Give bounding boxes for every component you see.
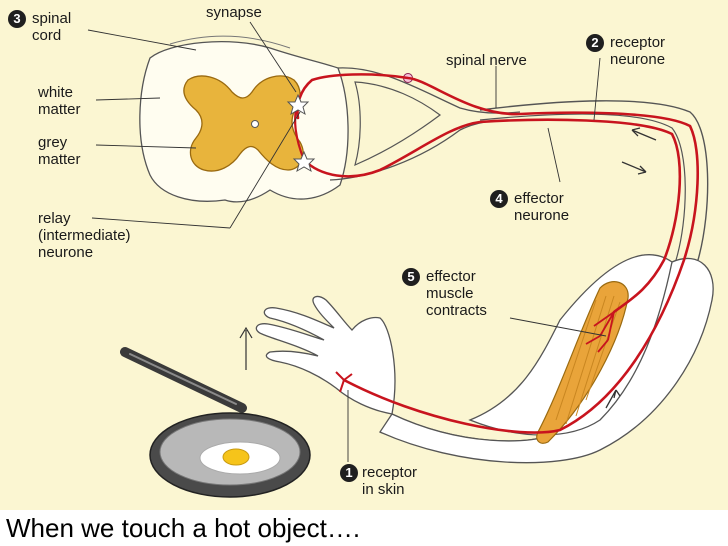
egg-yolk — [222, 448, 250, 466]
spinal-cord-label: spinal cord — [32, 10, 71, 44]
label-line: spinal — [32, 10, 72, 27]
receptor-neurone-label: receptor neurone — [610, 34, 665, 68]
root-gap — [354, 81, 442, 167]
synapse-2 — [292, 150, 316, 173]
label-line: matter — [38, 101, 81, 118]
grey-matter — [183, 75, 304, 172]
synapse-label: synapse — [206, 4, 262, 21]
pan-handle-shine — [129, 353, 237, 405]
grey-matter-label: grey matter — [38, 134, 81, 168]
label-line: (intermediate) — [38, 227, 131, 244]
receptor-neurone-path — [296, 73, 700, 434]
muscle-striations — [555, 295, 621, 425]
label-3-badge: 3 — [8, 10, 26, 28]
central-canal — [251, 120, 259, 128]
receptor-in-skin-label: receptor in skin — [362, 464, 417, 498]
reflex-arc-illustration — [87, 21, 714, 498]
label-4-badge: 4 — [490, 190, 508, 208]
effector-neurone-label: effector neurone — [514, 190, 569, 224]
label-line: effector — [514, 190, 564, 207]
label-5-badge: 5 — [402, 268, 420, 286]
label-1-badge: 1 — [340, 464, 358, 482]
label-line: receptor — [610, 34, 666, 51]
receptor-ending — [335, 371, 353, 393]
label-line: receptor — [362, 464, 418, 481]
hand — [255, 295, 396, 415]
label-line: grey — [38, 134, 68, 151]
inbound-impulse-arrow — [631, 127, 657, 141]
label-line: neurone — [610, 51, 666, 68]
effector-muscle-label: effector muscle contracts — [426, 268, 487, 319]
hand-lift-arrow — [239, 326, 253, 370]
arm-impulse-arrow — [605, 389, 621, 409]
spinal-nerve-label: spinal nerve — [446, 52, 527, 69]
label-line: in skin — [362, 481, 405, 498]
effector-muscle — [536, 281, 629, 444]
white-matter-label: white matter — [38, 84, 81, 118]
label-line: contracts — [426, 302, 487, 319]
spinal-cord-outer-layer — [169, 35, 291, 49]
diagram-panel: 3 spinal cord synapse spinal nerve 2 rec… — [0, 0, 728, 510]
label-line: muscle — [426, 285, 474, 302]
label-2-badge: 2 — [586, 34, 604, 52]
label-line: neurone — [514, 207, 570, 224]
effector-neurone-path — [302, 118, 682, 314]
outbound-impulse-arrow — [621, 161, 647, 175]
label-line: white — [38, 84, 74, 101]
synapse-1 — [286, 93, 310, 116]
label-line: relay — [38, 210, 71, 227]
label-line: effector — [426, 268, 476, 285]
label-line: cord — [32, 27, 62, 44]
label-line: neurone — [38, 244, 94, 261]
motor-end-plates — [585, 311, 615, 353]
relay-neurone-label: relay (intermediate) neurone — [38, 210, 131, 261]
leader-lines — [87, 21, 607, 462]
label-line: matter — [38, 151, 81, 168]
caption: When we touch a hot object…. — [6, 513, 361, 543]
